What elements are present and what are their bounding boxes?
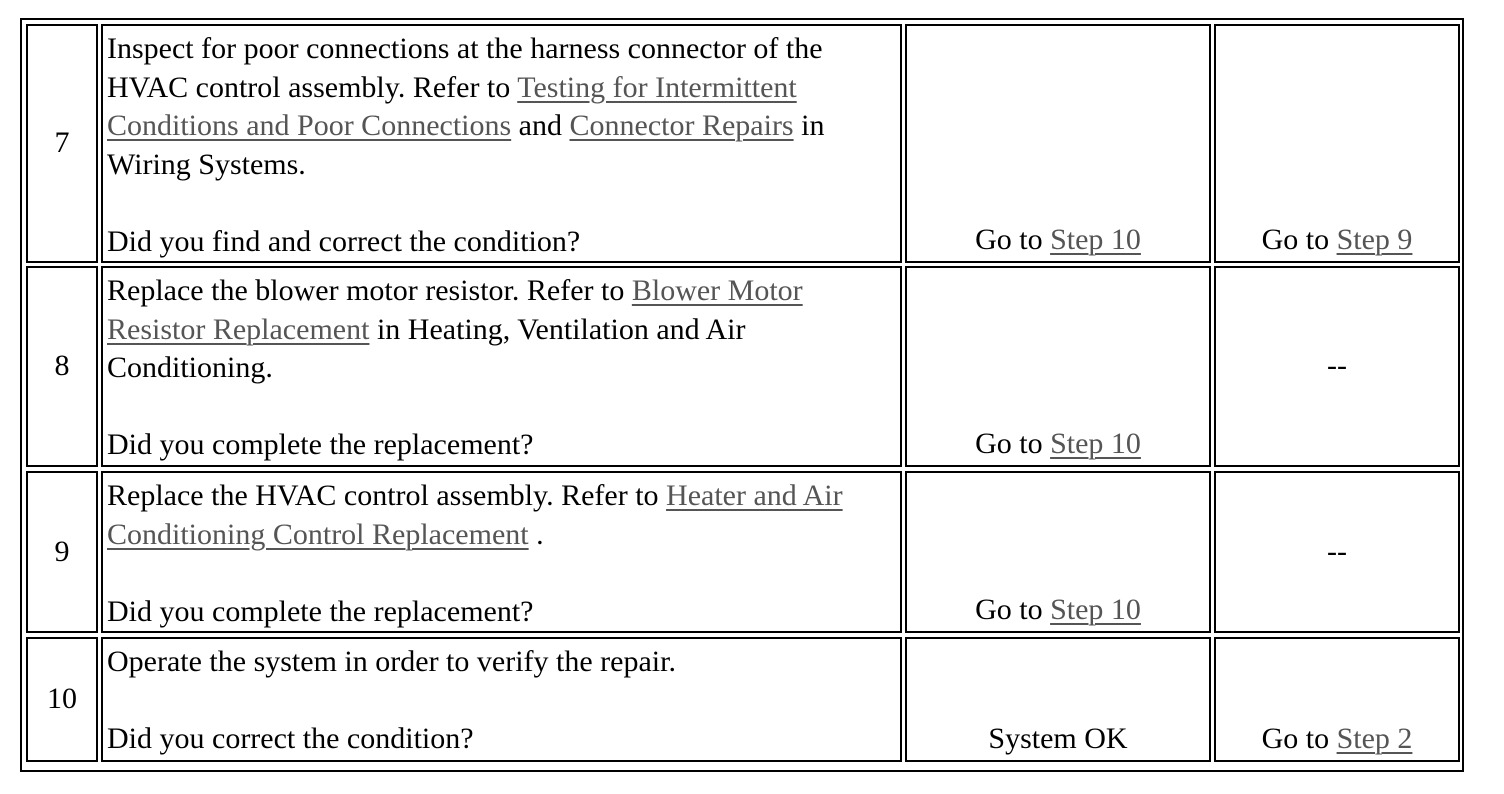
no-action-cell: Go to Step 2 xyxy=(1214,637,1460,762)
no-action-text: -- xyxy=(1327,534,1347,568)
question-text: Did you complete the replacement? xyxy=(107,428,534,461)
question-text: Did you find and correct the condition? xyxy=(107,224,581,258)
step-number: 8 xyxy=(54,349,70,383)
step-number-cell: 8 xyxy=(26,266,98,467)
no-action-cell: -- xyxy=(1214,266,1460,467)
question-text: Did you correct the condition? xyxy=(107,722,474,755)
question-text: Did you complete the replacement? xyxy=(107,594,534,628)
step-description-cell: Inspect for poor connections at the harn… xyxy=(101,24,902,263)
step-description-cell: Replace the blower motor resistor. Refer… xyxy=(101,266,902,467)
step-number: 10 xyxy=(47,682,77,716)
connector-repairs-link[interactable]: Connector Repairs xyxy=(569,109,794,142)
yes-action-cell: Go to Step 10 xyxy=(905,266,1211,467)
yes-action-cell: Go to Step 10 xyxy=(905,471,1211,633)
system-ok-text: System OK xyxy=(988,721,1128,755)
no-action-cell: Go to Step 9 xyxy=(1214,24,1460,263)
step-description-cell: Replace the HVAC control assembly. Refer… xyxy=(101,471,902,633)
go-to-step-link[interactable]: Step 10 xyxy=(1050,426,1141,460)
instruction-text: Replace the HVAC control assembly. Refer… xyxy=(107,479,843,551)
yes-action-cell: Go to Step 10 xyxy=(905,24,1211,263)
testing-intermittent-link[interactable]: Testing for Intermittent Conditions and … xyxy=(107,70,797,143)
go-to-step-link[interactable]: Step 10 xyxy=(1050,222,1141,256)
no-action-cell: -- xyxy=(1214,471,1460,633)
step-description-cell: Operate the system in order to verify th… xyxy=(101,637,902,762)
step-number-cell: 10 xyxy=(26,637,98,762)
step-number: 7 xyxy=(54,126,70,160)
go-to-step-link[interactable]: Step 9 xyxy=(1336,222,1413,256)
control-replacement-link[interactable]: Heater and Air Conditioning Control Repl… xyxy=(107,479,843,551)
step-number: 9 xyxy=(54,534,70,568)
go-to-step-link[interactable]: Step 2 xyxy=(1336,721,1413,755)
instruction-text: Operate the system in order to verify th… xyxy=(107,645,676,678)
go-to-step-link[interactable]: Step 10 xyxy=(1050,592,1141,626)
step-number-cell: 9 xyxy=(26,471,98,633)
diagnostic-table xyxy=(20,18,1464,772)
no-action-text: -- xyxy=(1327,349,1347,383)
instruction-text: Inspect for poor connections at the harn… xyxy=(107,32,825,181)
instruction-text: Replace the blower motor resistor. Refer… xyxy=(107,274,803,384)
step-number-cell: 7 xyxy=(26,24,98,263)
yes-action-cell: System OK xyxy=(905,637,1211,762)
blower-motor-resistor-link[interactable]: Blower Motor Resistor Replacement xyxy=(107,274,803,346)
